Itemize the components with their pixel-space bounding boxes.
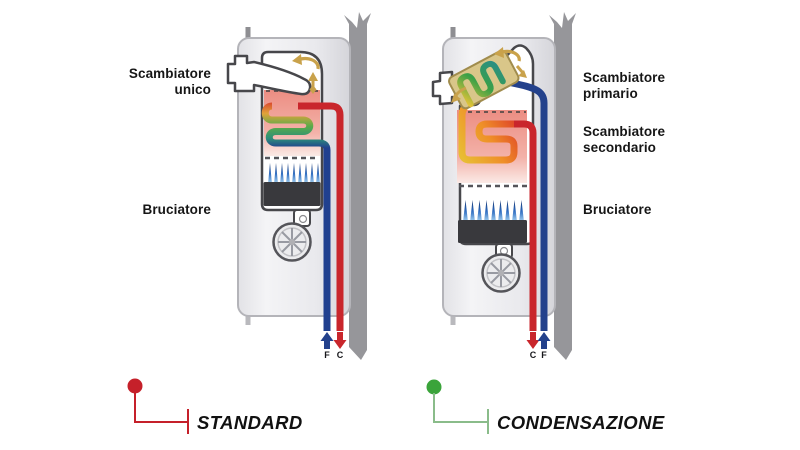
label-secondary-exchanger: Scambiatore secondario xyxy=(583,124,666,156)
hot-water-pipe xyxy=(514,120,537,331)
draft-up-arrow-icon xyxy=(308,72,318,94)
recirculation-arrow-icon xyxy=(494,47,521,62)
heat-exchanger-coil xyxy=(261,102,331,331)
legend-condensing-connector xyxy=(426,379,489,434)
condensate-drop xyxy=(298,214,308,224)
fan-icon xyxy=(272,222,312,262)
burner-block xyxy=(458,220,527,243)
cold-in-arrow-icon xyxy=(320,332,334,349)
recirculation-arrow-icon xyxy=(292,54,320,70)
pipe-letter-cold-left: F xyxy=(324,350,330,360)
burner-flames xyxy=(268,163,320,184)
cold-in-arrow-icon xyxy=(537,332,551,349)
fan-icon xyxy=(481,253,521,293)
pipe-letter-cold-right: F xyxy=(541,350,547,360)
flue-down-arrow-icon xyxy=(515,65,527,78)
hot-water-pipe xyxy=(298,102,344,331)
standard-boiler-diagram xyxy=(226,12,371,360)
label-primary-exchanger: Scambiatore primario xyxy=(583,70,666,102)
legend-standard-connector xyxy=(127,378,189,434)
pipe-letter-hot-left: C xyxy=(336,350,344,360)
hot-out-arrow-icon xyxy=(333,332,347,349)
burner-flames xyxy=(463,200,524,222)
label-burner-right: Bruciatore xyxy=(583,202,652,217)
primary-exchanger-coil xyxy=(458,99,520,164)
condensing-boiler-diagram xyxy=(431,12,576,360)
legend-condensing-dot xyxy=(426,379,442,395)
secondary-exchanger-coil xyxy=(457,60,506,108)
hot-out-arrow-icon xyxy=(526,332,540,349)
burner-block xyxy=(263,182,321,206)
pipe-letter-hot-right: C xyxy=(529,350,537,360)
legend-condensing-title: CONDENSAZIONE xyxy=(497,412,665,433)
legend-standard-dot xyxy=(127,378,143,394)
legend-standard-title: STANDARD xyxy=(197,412,303,433)
label-single-exchanger: Scambiatore unico xyxy=(128,66,211,98)
flue-hood xyxy=(226,54,312,96)
condensate-bent-arrow-icon xyxy=(451,86,467,103)
label-burner-left: Bruciatore xyxy=(142,202,211,217)
